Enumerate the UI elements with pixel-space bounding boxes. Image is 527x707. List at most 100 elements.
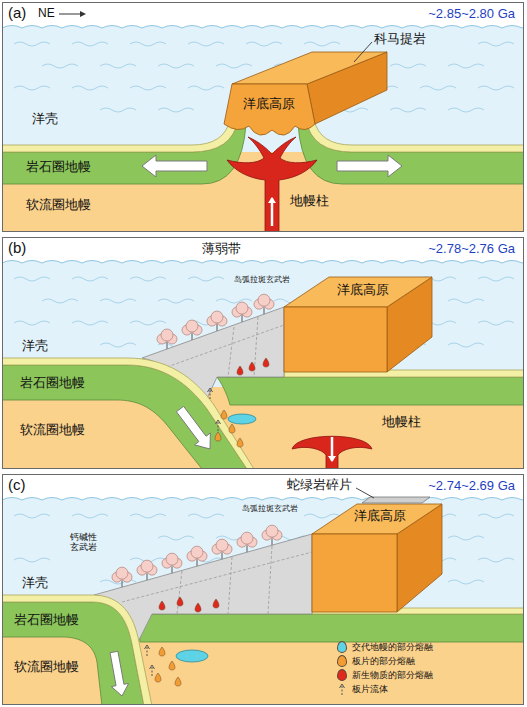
water-ripple xyxy=(100,299,136,303)
fluid-symbol xyxy=(342,686,343,695)
water-ripple xyxy=(188,42,224,46)
label-anchor: 蛇绿岩碎片 xyxy=(287,478,352,493)
water-ripple xyxy=(72,321,108,325)
panel-header: (a)~2.85~2.80 Ga xyxy=(3,3,523,21)
layer-label: 岩石圈地幔 xyxy=(20,376,85,391)
layer-label: 岩石圈地幔 xyxy=(14,613,79,628)
legend-row: 新生物质的部分熔融 xyxy=(337,668,433,682)
fluid-symbol xyxy=(145,645,150,649)
melt-drop xyxy=(195,603,201,612)
sea-surface xyxy=(2,26,524,29)
plume-label: 地幔柱 xyxy=(382,415,421,430)
volcano-cloud xyxy=(141,560,153,572)
water-ripple xyxy=(72,514,108,518)
thrust-line xyxy=(167,325,284,367)
fluid-symbol xyxy=(216,420,221,424)
panel-art xyxy=(2,11,524,232)
volcanic-conduit xyxy=(271,538,273,545)
wave-layer xyxy=(14,42,514,112)
plateau-front xyxy=(224,84,315,135)
water-ripple xyxy=(130,42,166,46)
fluid-symbol xyxy=(147,647,148,656)
flow-arrow-head xyxy=(268,197,276,203)
volcano-cloud xyxy=(241,532,253,544)
layer-label: 洋壳 xyxy=(22,339,48,354)
melt-drop xyxy=(237,438,243,447)
melt-drop xyxy=(177,597,183,606)
rock-label: 岛弧拉斑玄武岩 xyxy=(234,275,290,284)
subducting-slab xyxy=(2,365,247,469)
rock-label: 科马提岩 xyxy=(374,32,426,47)
thrust-line xyxy=(177,571,182,614)
volcanic-conduit xyxy=(241,315,243,322)
water-ripple xyxy=(448,64,484,68)
motion-arrow xyxy=(110,651,129,696)
melt-drop xyxy=(263,358,269,367)
water-ripple xyxy=(14,42,50,46)
water-ripple xyxy=(14,558,50,562)
water-ripple xyxy=(478,277,514,281)
legend-text: 板片的部分熔融 xyxy=(352,655,415,668)
zone-label: 薄弱带 xyxy=(202,242,241,257)
water-ripple xyxy=(188,514,224,518)
volcano-cloud xyxy=(116,567,128,579)
volcano-cloud xyxy=(258,294,270,306)
label-anchor: 软流圈地幔 xyxy=(26,198,91,213)
volcanic-conduit xyxy=(221,552,223,559)
metasomatic-melt xyxy=(176,650,208,662)
panel-letter: (b) xyxy=(8,239,26,256)
water-ripple xyxy=(478,86,514,90)
fluid-symbol xyxy=(210,390,211,399)
fluid-symbol xyxy=(218,422,219,431)
water-ripple xyxy=(158,299,194,303)
rock-label: 蛇绿岩碎片 xyxy=(287,478,352,493)
thrust-line xyxy=(228,557,232,614)
water-ripple xyxy=(14,514,50,518)
label-anchor: 洋底高原 xyxy=(354,509,406,524)
water-ripple xyxy=(130,321,166,325)
panel-header: (c)~2.74~2.69 Ga xyxy=(3,475,523,493)
water-ripple xyxy=(14,86,50,90)
panel-letter: (c) xyxy=(8,476,26,493)
label-anchor: 洋壳 xyxy=(22,576,48,591)
water-ripple xyxy=(478,514,514,518)
label-anchor: 岩石圈地幔 xyxy=(20,376,85,391)
volcano-cloud xyxy=(216,539,228,551)
panel-art xyxy=(2,488,524,705)
melt-drop xyxy=(249,362,255,371)
melt-drop xyxy=(213,599,219,608)
melt-drop xyxy=(169,661,175,670)
oceanic-crust xyxy=(2,358,254,469)
label-anchor: 岩石圈地幔 xyxy=(26,160,91,175)
label-anchor: 洋壳 xyxy=(22,339,48,354)
volcanic-conduit xyxy=(246,545,248,552)
legend-text: 板片流体 xyxy=(352,683,388,696)
water-ripple xyxy=(448,299,484,303)
thrust-line xyxy=(228,327,234,377)
volcano-cloud xyxy=(186,320,198,332)
volcano-cloud xyxy=(161,329,173,341)
sea-surface xyxy=(2,261,524,264)
water-ripple xyxy=(72,277,108,281)
water-ripple xyxy=(72,86,108,90)
plateau-top xyxy=(312,504,442,534)
water-ripple xyxy=(188,86,224,90)
layer-label: 岩石圈地幔 xyxy=(26,160,91,175)
label-anchor: 岛弧拉斑玄武岩 xyxy=(234,275,290,284)
volcano-cloud xyxy=(191,546,203,558)
water-ripple xyxy=(448,343,484,347)
mantle-plume xyxy=(292,436,372,469)
water-ripple xyxy=(448,580,484,584)
label-anchor: 软流圈地幔 xyxy=(14,660,79,675)
lithosphere xyxy=(298,120,524,184)
layer-label: 洋壳 xyxy=(32,112,58,127)
lithosphere xyxy=(217,377,524,405)
panel-header: (b)~2.78~2.76 Ga xyxy=(3,238,523,256)
volcanic-conduit xyxy=(263,307,265,314)
plateau-label: 洋底高原 xyxy=(354,509,406,524)
water-ripple xyxy=(72,42,108,46)
water-ripple xyxy=(130,277,166,281)
water-ripple xyxy=(42,64,78,68)
rock-label: 岛弧拉斑玄武岩 xyxy=(242,504,298,513)
motion-arrow xyxy=(337,155,402,177)
